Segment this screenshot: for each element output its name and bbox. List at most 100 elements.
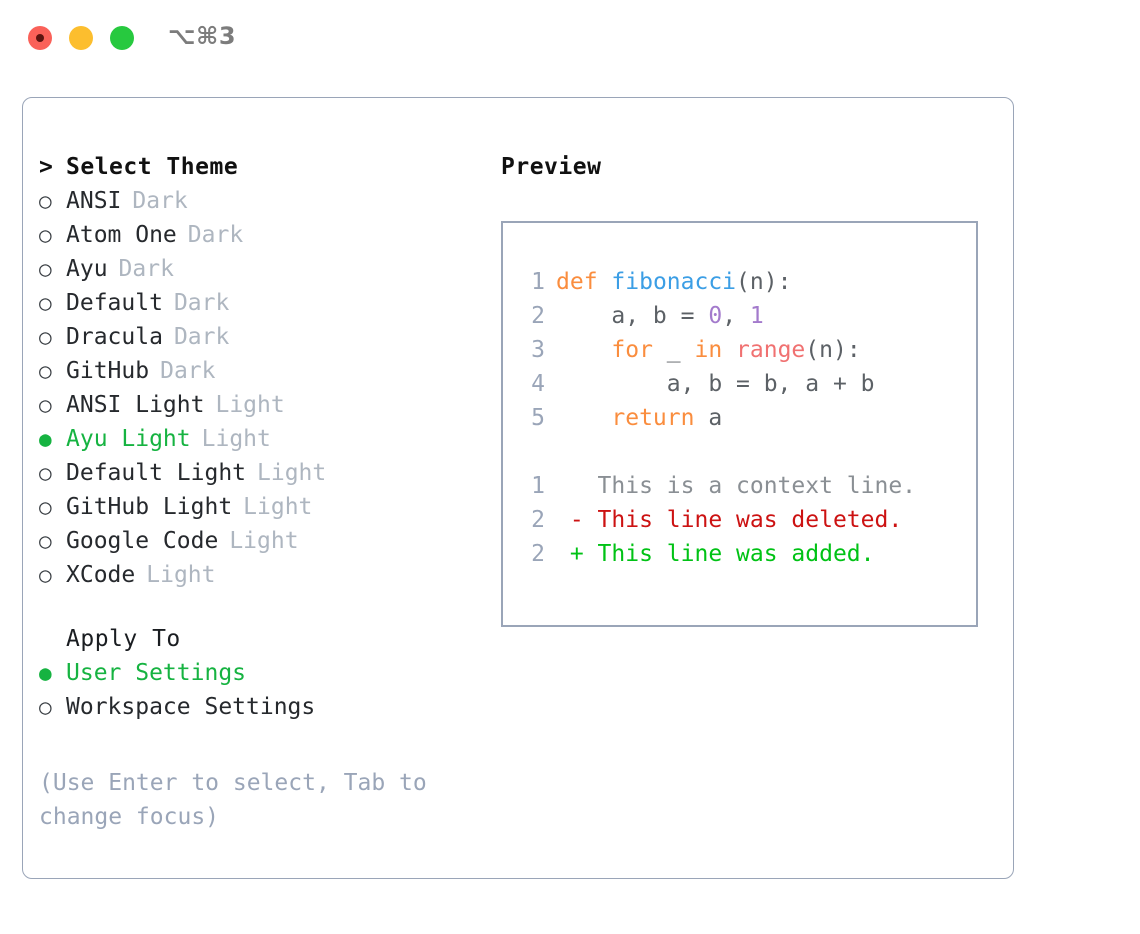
diff-line: 2 - This line was deleted. <box>521 503 916 537</box>
line-number: 2 <box>531 303 545 329</box>
radio-unselected-icon[interactable]: ○ <box>39 291 52 315</box>
theme-variant-tag: Dark <box>160 358 216 384</box>
radio-selected-icon[interactable]: ● <box>39 427 52 451</box>
radio-unselected-icon[interactable]: ○ <box>39 563 52 587</box>
diff-line-text: - This line was deleted. <box>556 507 903 533</box>
apply-to-list: ● User Settings ○ Workspace Settings <box>39 656 499 724</box>
theme-variant-tag: Dark <box>187 222 244 248</box>
code-token: range <box>736 337 806 363</box>
list-spacer <box>39 592 499 622</box>
code-token: return <box>611 405 695 431</box>
code-token: (n): <box>805 337 861 363</box>
apply-to-header-label: Apply To <box>66 626 181 652</box>
window-titlebar: ⌥⌘3 <box>0 0 1140 78</box>
radio-unselected-icon[interactable]: ○ <box>39 529 52 553</box>
theme-list-item[interactable]: ○ Google Code Light <box>39 524 499 558</box>
code-token <box>598 269 612 295</box>
radio-selected-icon[interactable]: ● <box>39 661 52 685</box>
theme-variant-tag: Dark <box>118 256 174 282</box>
select-theme-header: > Select Theme <box>39 150 499 184</box>
apply-to-label: Workspace Settings <box>66 694 316 720</box>
code-line: 1 def fibonacci(n): <box>521 265 916 299</box>
minimize-button[interactable] <box>69 26 93 50</box>
diff-line-text: This is a context line. <box>556 473 917 499</box>
diff-line-text: + This line was added. <box>556 541 875 567</box>
theme-name-label: Dracula <box>66 324 163 350</box>
radio-unselected-icon[interactable]: ○ <box>39 325 52 349</box>
maximize-button[interactable] <box>110 26 134 50</box>
code-token: a, b = <box>556 303 709 329</box>
line-number: 1 <box>531 269 545 295</box>
code-token: (n): <box>736 269 792 295</box>
theme-variant-tag: Light <box>229 528 299 554</box>
diff-line: 1 This is a context line. <box>521 469 916 503</box>
theme-variant-tag: Light <box>201 426 271 452</box>
radio-unselected-icon[interactable]: ○ <box>39 461 52 485</box>
preview-title: Preview <box>501 154 602 180</box>
code-token: for <box>611 337 653 363</box>
radio-unselected-icon[interactable]: ○ <box>39 257 52 281</box>
code-token: fibonacci <box>611 269 737 295</box>
apply-to-item[interactable]: ○ Workspace Settings <box>39 690 499 724</box>
theme-name-label: Ayu Light <box>66 426 191 452</box>
code-token <box>556 337 611 363</box>
radio-unselected-icon[interactable]: ○ <box>39 223 52 247</box>
apply-to-item[interactable]: ● User Settings <box>39 656 499 690</box>
theme-name-label: ANSI Light <box>66 392 205 418</box>
theme-variant-tag: Light <box>146 562 216 588</box>
theme-list-item[interactable]: ○ GitHub Light Light <box>39 490 499 524</box>
line-number: 2 <box>531 507 545 533</box>
apply-to-label: User Settings <box>66 660 247 686</box>
code-line: 4 a, b = b, a + b <box>521 367 916 401</box>
theme-name-label: GitHub <box>66 358 150 384</box>
theme-name-label: Google Code <box>66 528 219 554</box>
apply-to-header: Apply To <box>39 622 499 656</box>
theme-name-label: ANSI <box>66 188 122 214</box>
radio-unselected-icon[interactable]: ○ <box>39 393 52 417</box>
code-token: 0 <box>708 303 723 329</box>
line-number: 5 <box>531 405 545 431</box>
close-button[interactable] <box>28 26 52 50</box>
code-line: 3 for _ in range(n): <box>521 333 916 367</box>
code-token: _ <box>652 337 695 363</box>
radio-unselected-icon[interactable]: ○ <box>39 495 52 519</box>
theme-name-label: GitHub Light <box>66 494 233 520</box>
keyboard-hint-text: (Use Enter to select, Tab to change focu… <box>39 770 427 830</box>
code-token: 1 <box>749 303 764 329</box>
theme-list-item[interactable]: ● Ayu Light Light <box>39 422 499 456</box>
theme-name-label: Ayu <box>66 256 108 282</box>
theme-variant-tag: Light <box>215 392 285 418</box>
code-token: a, b = b, a + b <box>556 371 875 397</box>
theme-variant-tag: Light <box>243 494 313 520</box>
code-token: in <box>694 337 723 363</box>
code-blank-line <box>521 435 916 469</box>
theme-variant-tag: Light <box>257 460 327 486</box>
line-number: 1 <box>531 473 545 499</box>
theme-variant-tag: Dark <box>132 188 188 214</box>
theme-list-item[interactable]: ○ ANSI Light Light <box>39 388 499 422</box>
code-token: a <box>694 405 723 431</box>
code-line: 5 return a <box>521 401 916 435</box>
code-token: def <box>556 269 598 295</box>
theme-list-item[interactable]: ○ Ayu Dark <box>39 252 499 286</box>
theme-list-item[interactable]: ○ GitHub Dark <box>39 354 499 388</box>
theme-name-label: Default <box>66 290 163 316</box>
radio-unselected-icon[interactable]: ○ <box>39 359 52 383</box>
radio-unselected-icon[interactable]: ○ <box>39 189 52 213</box>
traffic-light-buttons <box>28 26 134 50</box>
hint-spacer <box>39 724 499 758</box>
radio-unselected-icon[interactable]: ○ <box>39 695 52 719</box>
theme-list-item[interactable]: ○ ANSI Dark <box>39 184 499 218</box>
code-token: , <box>722 303 750 329</box>
line-number: 3 <box>531 337 545 363</box>
